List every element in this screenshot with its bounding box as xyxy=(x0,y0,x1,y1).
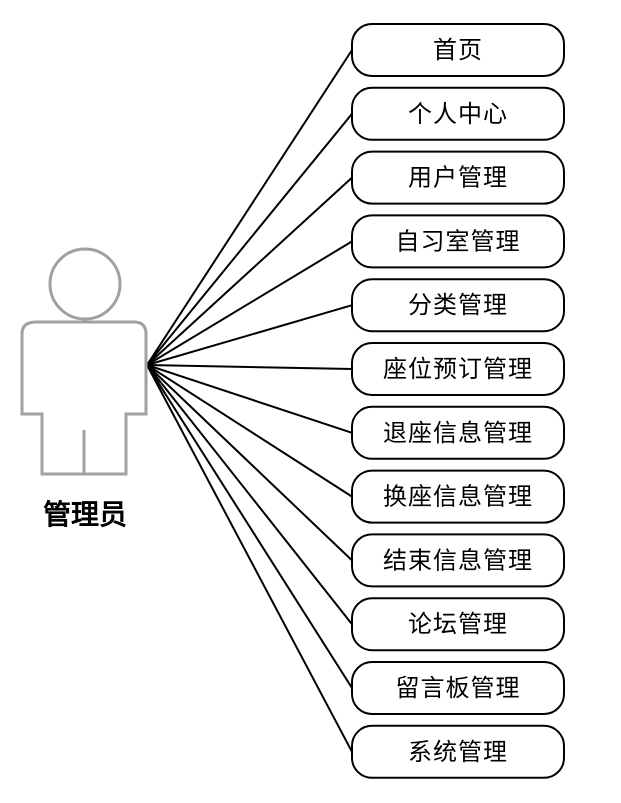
connector-system-management xyxy=(146,364,353,753)
connector-personal-center xyxy=(146,113,353,366)
function-nodes: 首页个人中心用户管理自习室管理分类管理座位预订管理退座信息管理换座信息管理结束信… xyxy=(351,23,565,779)
function-box-home xyxy=(351,23,565,77)
function-box-seat-change-management xyxy=(351,469,565,524)
function-box-seat-return-management xyxy=(351,405,565,460)
function-label-seat-return-management: 退座信息管理 xyxy=(383,419,533,447)
function-label-end-info-management: 结束信息管理 xyxy=(383,546,533,574)
function-box-end-info-management xyxy=(351,533,565,588)
function-box-message-board-management xyxy=(351,661,565,715)
function-node-study-room-management: 自习室管理 xyxy=(351,214,565,269)
function-box-category-management xyxy=(351,278,565,333)
function-node-end-info-management: 结束信息管理 xyxy=(351,533,565,588)
function-label-home: 首页 xyxy=(433,36,483,64)
function-node-user-management: 用户管理 xyxy=(351,150,565,205)
function-node-personal-center: 个人中心 xyxy=(351,86,565,141)
function-label-personal-center: 个人中心 xyxy=(408,100,508,128)
connector-home xyxy=(146,49,353,366)
function-label-study-room-management: 自习室管理 xyxy=(396,227,521,255)
connector-lines xyxy=(146,49,353,753)
function-node-category-management: 分类管理 xyxy=(351,278,565,333)
connector-seat-booking-management xyxy=(146,364,353,370)
function-node-seat-booking-management: 座位预订管理 xyxy=(351,342,565,396)
function-node-seat-change-management: 换座信息管理 xyxy=(351,469,565,524)
connector-category-management xyxy=(146,304,353,366)
actor-figure: 管理员 xyxy=(20,247,148,531)
function-box-forum-management xyxy=(351,597,565,652)
connector-forum-management xyxy=(146,364,353,625)
function-node-home: 首页 xyxy=(351,23,565,77)
connector-end-info-management xyxy=(146,364,353,562)
function-box-user-management xyxy=(351,150,565,205)
connector-study-room-management xyxy=(146,240,353,366)
function-label-forum-management: 论坛管理 xyxy=(408,610,508,638)
function-node-forum-management: 论坛管理 xyxy=(351,597,565,652)
connector-seat-change-management xyxy=(146,364,353,498)
actor-label: 管理员 xyxy=(43,498,127,531)
function-label-system-management: 系统管理 xyxy=(408,738,508,766)
function-label-category-management: 分类管理 xyxy=(408,291,508,319)
actor-head xyxy=(48,247,122,321)
connector-seat-return-management xyxy=(146,364,353,434)
function-label-seat-booking-management: 座位预订管理 xyxy=(383,355,533,383)
actor-body xyxy=(20,320,148,476)
function-label-message-board-management: 留言板管理 xyxy=(396,674,521,702)
function-box-personal-center xyxy=(351,86,565,141)
connector-user-management xyxy=(146,176,353,366)
function-node-system-management: 系统管理 xyxy=(351,724,565,779)
function-node-seat-return-management: 退座信息管理 xyxy=(351,405,565,460)
function-label-user-management: 用户管理 xyxy=(408,164,508,192)
function-label-seat-change-management: 换座信息管理 xyxy=(383,483,533,511)
connector-message-board-management xyxy=(146,364,353,689)
function-box-seat-booking-management xyxy=(351,342,565,396)
function-node-message-board-management: 留言板管理 xyxy=(351,661,565,715)
function-box-system-management xyxy=(351,724,565,779)
function-box-study-room-management xyxy=(351,214,565,269)
